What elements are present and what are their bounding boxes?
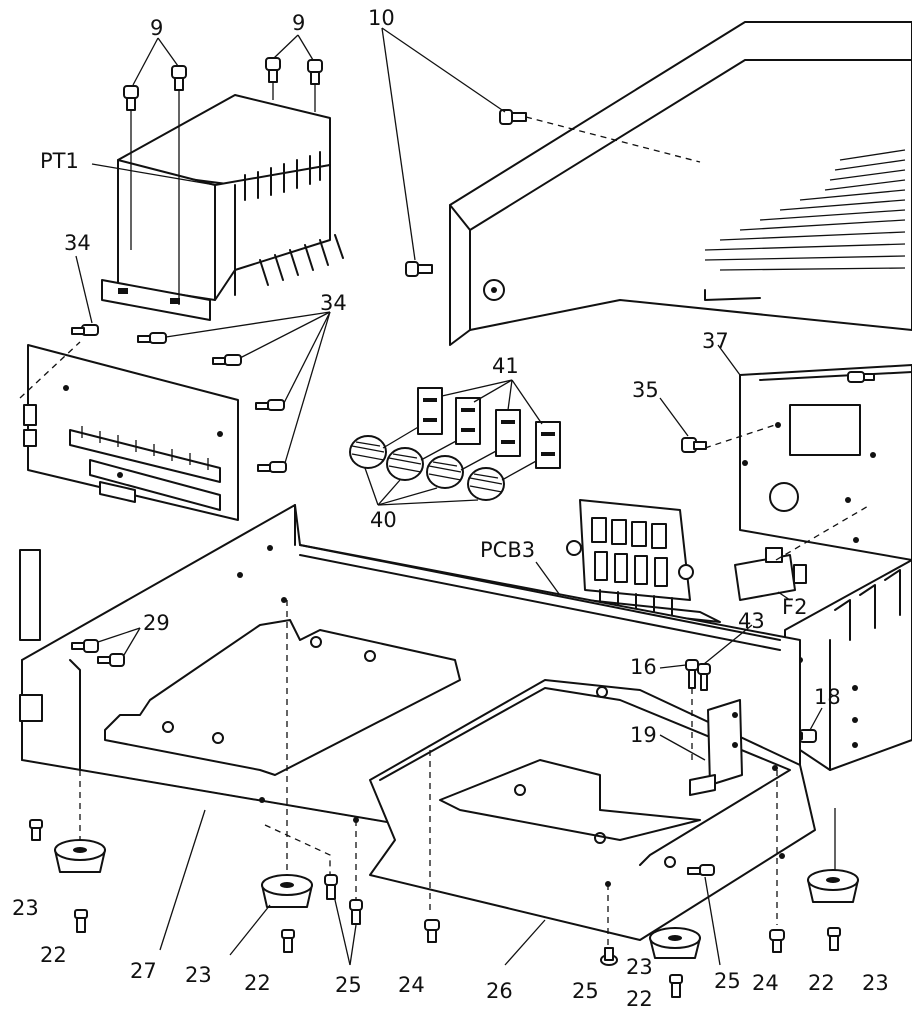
- label-16: 16: [630, 655, 657, 679]
- coil-40-a: [349, 435, 387, 469]
- screw-9-b: [171, 65, 187, 91]
- front-bracket-37: [739, 364, 912, 561]
- label-22-c: 22: [626, 987, 653, 1011]
- screw-34-c: [212, 354, 242, 366]
- label-9-b: 9: [292, 11, 305, 35]
- screw-25-d: [687, 864, 715, 876]
- screw-9-a: [123, 85, 139, 111]
- label-22-a: 22: [40, 943, 67, 967]
- screw-25-a: [324, 874, 338, 900]
- label-40: 40: [370, 508, 397, 532]
- coil-40-d: [467, 467, 505, 501]
- pcb3-tuner-block: [547, 499, 721, 623]
- label-23-b: 23: [185, 963, 212, 987]
- screw-34-e: [257, 461, 287, 473]
- label-f2: F2: [782, 595, 807, 619]
- shield-41-c: [495, 409, 521, 457]
- label-41: 41: [492, 354, 519, 378]
- label-25-c: 25: [714, 969, 741, 993]
- label-pt1: PT1: [40, 149, 79, 173]
- power-transformer-pt1: [101, 94, 344, 321]
- label-27: 27: [130, 959, 157, 983]
- coil-40-b: [386, 447, 424, 481]
- screw-34-d: [255, 399, 285, 411]
- label-23-a: 23: [12, 896, 39, 920]
- screw-9-d: [307, 59, 323, 85]
- screw-10-upper: [499, 109, 527, 125]
- top-cover: [449, 21, 912, 346]
- screw-43: [697, 663, 711, 691]
- label-19: 19: [630, 723, 657, 747]
- label-pcb3: PCB3: [480, 538, 535, 562]
- screw-25-b: [349, 899, 363, 925]
- label-9-a: 9: [150, 16, 163, 40]
- screw-29-b: [97, 653, 125, 667]
- screw-10-lower: [405, 261, 433, 277]
- shield-41-a: [417, 387, 443, 435]
- fuse-holder-f2: [734, 547, 807, 601]
- label-23-c: 23: [626, 955, 653, 979]
- label-26: 26: [486, 979, 513, 1003]
- shield-41-d: [535, 421, 561, 469]
- label-10: 10: [368, 6, 395, 30]
- left-circuit-board: [23, 344, 239, 521]
- label-22-b: 22: [244, 971, 271, 995]
- screw-25-c: [600, 947, 618, 966]
- screw-upper-right: [847, 371, 875, 383]
- screw-22-a: [74, 909, 88, 933]
- screw-29-a: [71, 639, 99, 653]
- screw-22-c: [669, 974, 683, 998]
- label-34-b: 34: [320, 291, 347, 315]
- screw-22-b: [281, 929, 295, 953]
- screw-9-c: [265, 57, 281, 83]
- shield-41-b: [455, 397, 481, 445]
- screw-34-b: [137, 332, 167, 344]
- label-23-d: 23: [862, 971, 889, 995]
- label-22-d: 22: [808, 971, 835, 995]
- bracket-19: [689, 699, 743, 796]
- label-25-b: 25: [572, 979, 599, 1003]
- foot-23-a: [54, 839, 106, 873]
- label-37: 37: [702, 329, 729, 353]
- label-24-b: 24: [752, 971, 779, 995]
- label-29: 29: [143, 611, 170, 635]
- foot-23-b: [261, 874, 313, 908]
- callout-labels: 9 9 10 PT1 34 34 41 37 35 40 PCB3 F2 29 …: [12, 6, 889, 1011]
- screw-22-d: [827, 927, 841, 951]
- label-35: 35: [632, 378, 659, 402]
- label-43: 43: [738, 609, 765, 633]
- coil-40-c: [426, 455, 464, 489]
- label-18: 18: [814, 685, 841, 709]
- foot-23-d: [807, 869, 859, 903]
- label-24-a: 24: [398, 973, 425, 997]
- label-34-a: 34: [64, 231, 91, 255]
- screw-24-b: [769, 929, 785, 953]
- foot-23-c: [649, 927, 701, 959]
- screw-34-a: [71, 324, 99, 336]
- screw-chassis-left: [29, 819, 43, 841]
- label-25-a: 25: [335, 973, 362, 997]
- screw-24-a: [424, 919, 440, 943]
- screw-35: [681, 437, 707, 453]
